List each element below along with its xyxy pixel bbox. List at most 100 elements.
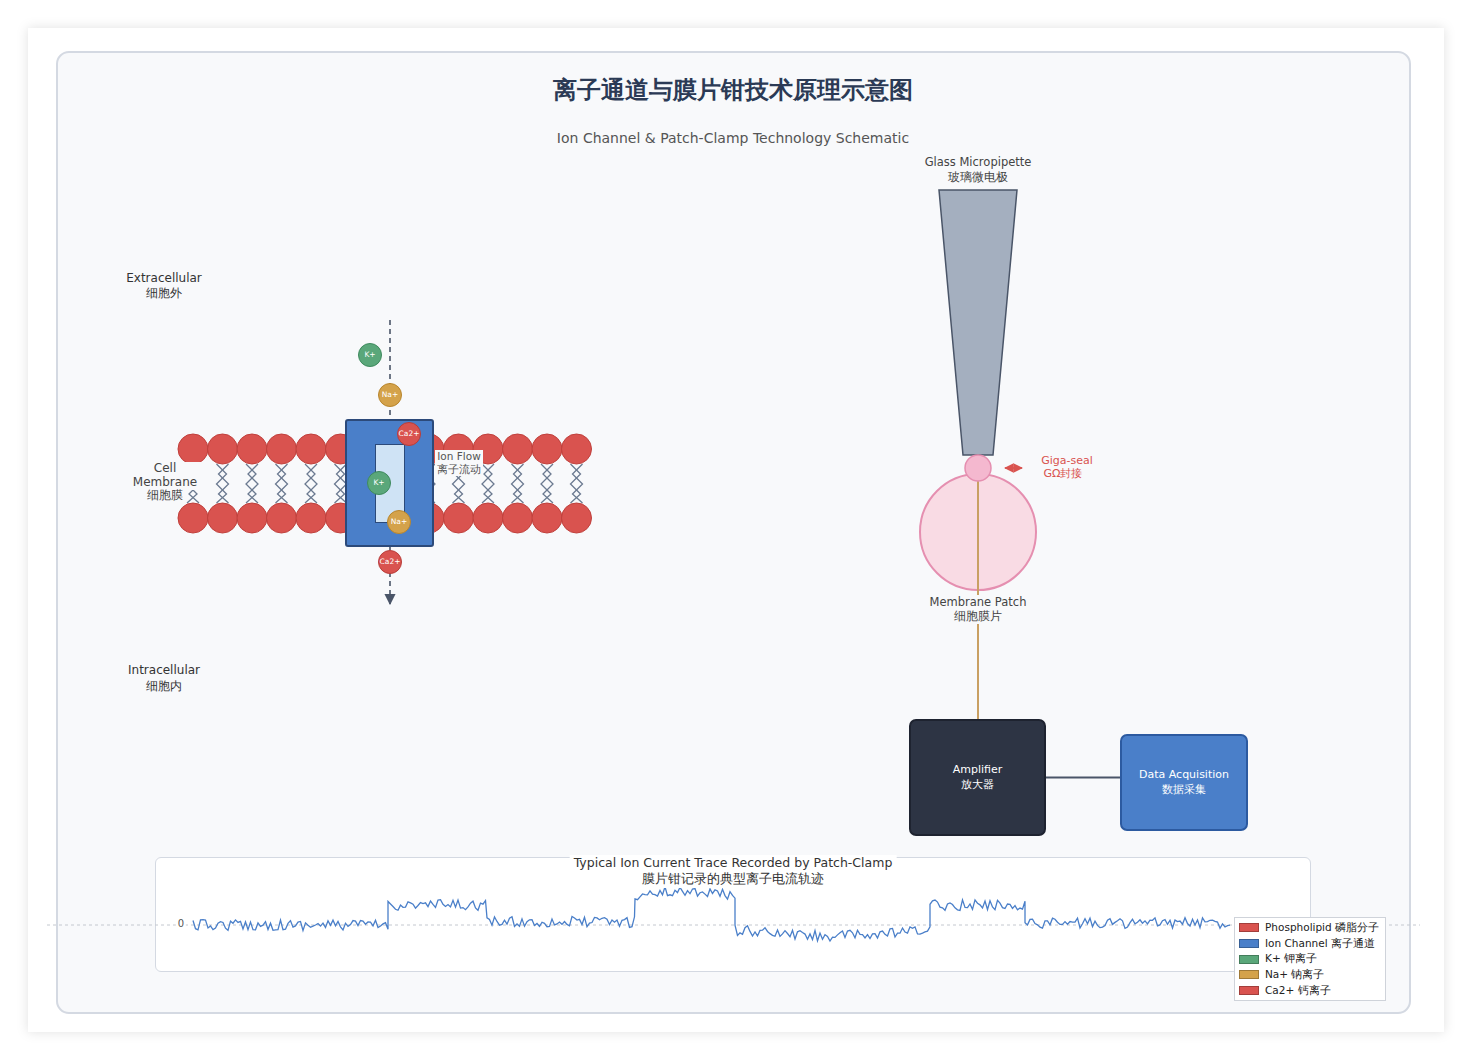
membrane-patch: Membrane Patch细胞膜片: [919, 473, 1037, 591]
free-label: 细胞外: [146, 287, 182, 301]
legend-row: Ion Channel 离子通道: [1239, 936, 1381, 952]
legend-text: Ion Channel 离子通道: [1265, 937, 1375, 951]
lipid-tail: [276, 464, 286, 503]
legend-swatch: [1239, 955, 1259, 964]
ion-circle: Ca2+: [378, 550, 402, 574]
lipid-head: [532, 503, 562, 533]
node-text: Glass Micropipette: [925, 155, 1032, 169]
lipid-head: [237, 434, 267, 464]
free-label: 细胞膜: [145, 489, 185, 503]
legend-row: Phospholipid 磷脂分子: [1239, 920, 1381, 936]
free-label: 细胞内: [146, 680, 182, 694]
pipette-shape: [939, 190, 1017, 455]
seal-arrow: [1005, 467, 1022, 469]
free-label: Giga-seal: [1041, 455, 1093, 468]
trace-heading: Typical Ion Current Trace Recorded by Pa…: [570, 855, 897, 888]
legend-swatch: [1239, 970, 1259, 979]
patch-heading: Membrane Patch细胞膜片: [927, 595, 1030, 624]
trace-panel: Typical Ion Current Trace Recorded by Pa…: [155, 857, 1311, 972]
free-label: GΩ封接: [1044, 468, 1083, 481]
node-text: 离子流动: [437, 463, 481, 476]
giga-seal-circle: [965, 455, 991, 481]
free-label: 0: [176, 918, 186, 930]
lipid-tail: [482, 464, 492, 503]
lipid-head: [473, 503, 503, 533]
lipid-head: [296, 434, 326, 464]
lipid-head: [503, 503, 533, 533]
lipid-head: [296, 503, 326, 533]
patch-inner: [919, 473, 1037, 591]
pipette-heading: Glass Micropipette玻璃微电极: [925, 155, 1032, 184]
legend-text: K+ 钾离子: [1265, 952, 1317, 966]
node-text: 膜片钳记录的典型离子电流轨迹: [574, 871, 893, 887]
lipid-head: [267, 434, 297, 464]
lipid-tail: [541, 464, 551, 503]
lipid-head: [267, 503, 297, 533]
electrode-wire: [977, 469, 979, 591]
ion-circle: K+: [358, 343, 382, 367]
lipid-head: [532, 434, 562, 464]
node-text: Ca2+: [399, 430, 420, 438]
outer-panel: [28, 28, 1444, 1032]
pipette-outline: [939, 190, 1017, 455]
legend-swatch: [1239, 923, 1259, 932]
diagram-caption: Ion Channel & Patch-Clamp Technology Sch…: [557, 130, 909, 146]
ion-channel: Ion Flow离子流动Ca2+K+Na+: [345, 419, 434, 547]
current-trace: [193, 887, 1230, 941]
free-label: Extracellular: [126, 272, 202, 286]
node-text: K+: [373, 479, 384, 487]
node-text: 数据采集: [1162, 783, 1206, 797]
glass-micropipette: Glass Micropipette玻璃微电极: [939, 190, 1017, 455]
lipid-tail: [512, 464, 522, 503]
legend-row: K+ 钾离子: [1239, 951, 1381, 967]
node-text: Data Acquisition: [1139, 768, 1229, 782]
ion-circle: Na+: [387, 510, 411, 534]
legend-row: Na+ 钠离子: [1239, 967, 1381, 983]
legend-row: Ca2+ 钙离子: [1239, 983, 1381, 999]
lipid-head: [208, 503, 238, 533]
node-text: 玻璃微电极: [925, 170, 1032, 184]
legend-swatch: [1239, 939, 1259, 948]
legend-swatch: [1239, 986, 1259, 995]
legend-text: Ca2+ 钙离子: [1265, 984, 1331, 998]
lipid-head: [562, 434, 592, 464]
legend-text: Phospholipid 磷脂分子: [1265, 921, 1379, 935]
lipid-head: [237, 503, 267, 533]
node-text: Typical Ion Current Trace Recorded by Pa…: [574, 855, 893, 871]
node-text: Amplifier: [953, 763, 1003, 777]
node-text: Ion Flow: [437, 450, 481, 463]
node-text: Ca2+: [380, 558, 401, 566]
lipid-head: [208, 434, 238, 464]
channel-heading: Ion Flow离子流动: [435, 450, 483, 476]
amplifier-box: Amplifier放大器: [909, 719, 1046, 836]
legend-box: Phospholipid 磷脂分子 Ion Channel 离子通道K+ 钾离子 N…: [1234, 917, 1386, 1001]
lipid-tail: [571, 464, 581, 503]
zero-line: [155, 925, 1311, 926]
ion-circle: Na+: [378, 383, 402, 407]
lipid-head: [444, 503, 474, 533]
zero-line: [47, 925, 155, 926]
connector-line: [1046, 777, 1120, 779]
diagram-title: 离子通道与膜片钳技术原理示意图: [553, 74, 913, 106]
node-text: Membrane Patch: [930, 595, 1027, 609]
ion-circle: Ca2+: [397, 422, 421, 446]
node-text: K+: [364, 351, 375, 359]
free-label: Intracellular: [128, 664, 200, 678]
lipid-tail: [217, 464, 227, 503]
node-text: Na+: [382, 391, 399, 399]
legend-text: Na+ 钠离子: [1265, 968, 1324, 982]
lipid-tail: [246, 464, 256, 503]
lipid-head: [503, 434, 533, 464]
lipid-head: [178, 434, 208, 464]
lipid-bilayer: [178, 434, 592, 533]
daq-box: Data Acquisition数据采集: [1120, 734, 1248, 831]
card-frame: [57, 52, 1410, 1013]
node-text: 放大器: [961, 778, 994, 792]
node-text: 细胞膜片: [930, 609, 1027, 623]
free-label: Cell Membrane: [127, 462, 203, 490]
ion-circle: K+: [367, 471, 391, 495]
lipid-head: [178, 503, 208, 533]
lipid-tail: [305, 464, 315, 503]
lipid-head: [562, 503, 592, 533]
